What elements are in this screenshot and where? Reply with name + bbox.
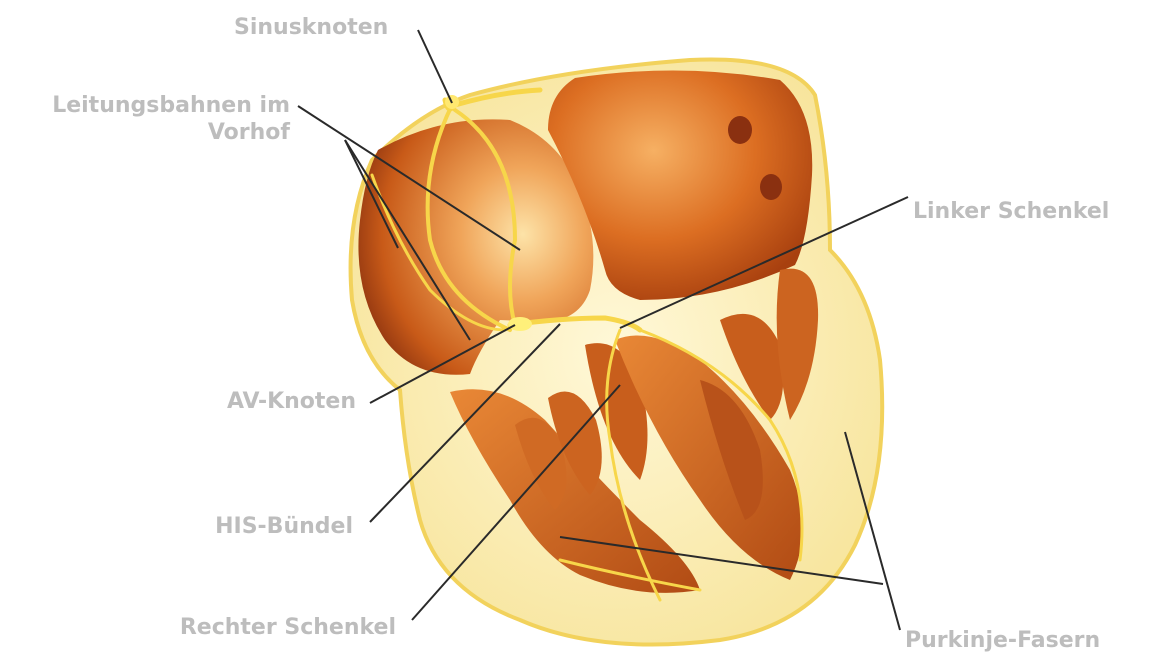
label-av-knoten: AV-Knoten: [227, 388, 356, 415]
label-leitungsbahnen-line2: Vorhof: [52, 119, 290, 146]
label-leitungsbahnen-line1: Leitungsbahnen im: [52, 92, 290, 119]
label-leitungsbahnen-im-vorhof: Leitungsbahnen im Vorhof: [52, 92, 290, 146]
label-his-buendel: HIS-Bündel: [215, 513, 353, 540]
label-linker-schenkel: Linker Schenkel: [913, 198, 1109, 225]
label-rechter-schenkel: Rechter Schenkel: [180, 614, 396, 641]
av-node-mark: [508, 317, 532, 331]
pulmonary-vein-opening: [760, 174, 782, 200]
label-purkinje-fasern: Purkinje-Fasern: [905, 627, 1100, 654]
pulmonary-vein-opening: [728, 116, 752, 144]
label-sinusknoten: Sinusknoten: [234, 14, 388, 41]
leader-sinusknoten: [418, 30, 452, 103]
